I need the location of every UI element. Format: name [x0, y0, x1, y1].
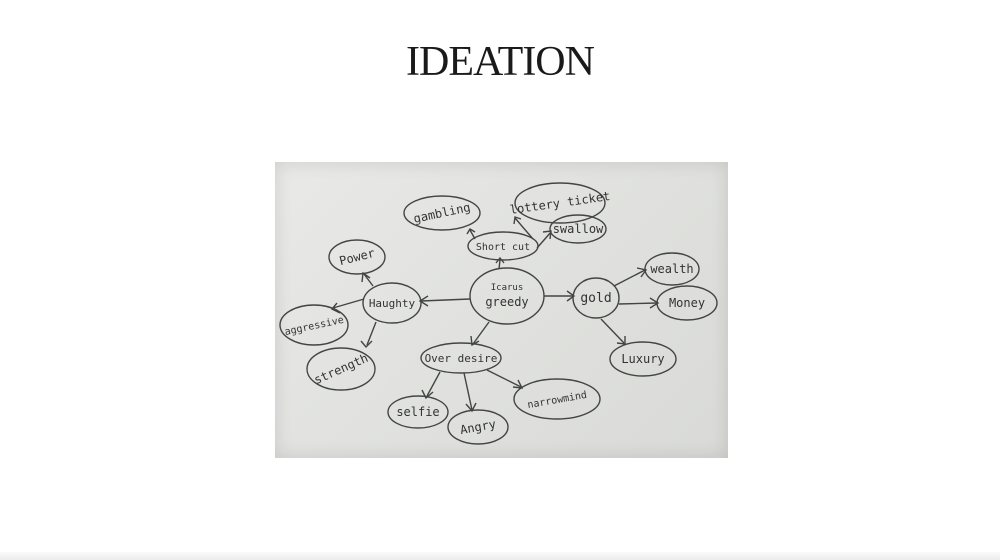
edge-overdesire-narrowmind: [486, 369, 522, 388]
node-center-label: greedy: [485, 295, 528, 309]
node-gambling-outline: [403, 195, 481, 231]
node-luxury-label: Luxury: [621, 352, 664, 366]
node-gold-label: gold: [580, 291, 611, 306]
node-selfie-label: selfie: [396, 405, 439, 419]
edge-shortcut-lottery: [514, 217, 534, 240]
node-narrowmind-label: narrowmind: [527, 390, 588, 411]
node-strength-label: strength: [312, 351, 370, 387]
node-aggressive-outline: [279, 304, 349, 346]
edge-center-shortcut: [498, 259, 501, 270]
node-selfie-outline: [387, 395, 449, 429]
edge-gold-wealth: [613, 269, 646, 287]
node-lottery-label: lottery ticket: [509, 189, 611, 217]
slide-title: IDEATION: [406, 39, 595, 85]
node-money-label: Money: [669, 296, 705, 310]
node-power-label: Power: [338, 246, 376, 268]
mindmap-photo: Icarus greedy Short cut gambling lottery…: [275, 162, 728, 458]
node-narrowmind-outline: [513, 378, 601, 420]
node-wealth-label: wealth: [650, 262, 693, 276]
node-haughty-outline: [362, 282, 422, 324]
node-gold-outline: [572, 277, 620, 319]
node-gambling-label: gambling: [412, 200, 471, 226]
node-shortcut-label: Short cut: [476, 242, 530, 253]
edge-haughty-strength: [366, 321, 377, 346]
node-angry-label: Angry: [459, 417, 497, 437]
node-haughty-label: Haughty: [369, 297, 416, 310]
node-power-outline: [328, 239, 386, 275]
node-center-top-label: Icarus: [491, 283, 524, 293]
node-overdesire-outline: [420, 342, 502, 374]
bottom-edge: [0, 552, 1000, 560]
node-wealth-outline: [644, 252, 700, 286]
node-swallow-label: swallow: [553, 222, 604, 236]
edge-shortcut-gambling: [469, 229, 476, 240]
node-angry-outline: [447, 409, 509, 445]
mindmap-diagram: Icarus greedy Short cut gambling lottery…: [279, 182, 718, 445]
node-overdesire-label: Over desire: [425, 352, 498, 365]
node-luxury-outline: [609, 341, 677, 377]
edge-gold-luxury: [600, 318, 625, 344]
node-aggressive-label: aggressive: [284, 315, 345, 338]
edge-gold-money: [618, 302, 658, 305]
edge-haughty-aggressive: [332, 298, 365, 309]
node-strength-outline: [306, 347, 376, 391]
node-swallow-outline: [549, 214, 607, 244]
edge-center-overdesire: [472, 321, 490, 345]
edge-overdesire-selfie: [426, 371, 441, 397]
edge-center-haughty: [420, 298, 471, 302]
node-lottery-outline: [514, 182, 606, 224]
edge-overdesire-angry: [463, 372, 473, 411]
edge-haughty-power: [363, 273, 374, 287]
edge-shortcut-swallow: [536, 231, 552, 249]
